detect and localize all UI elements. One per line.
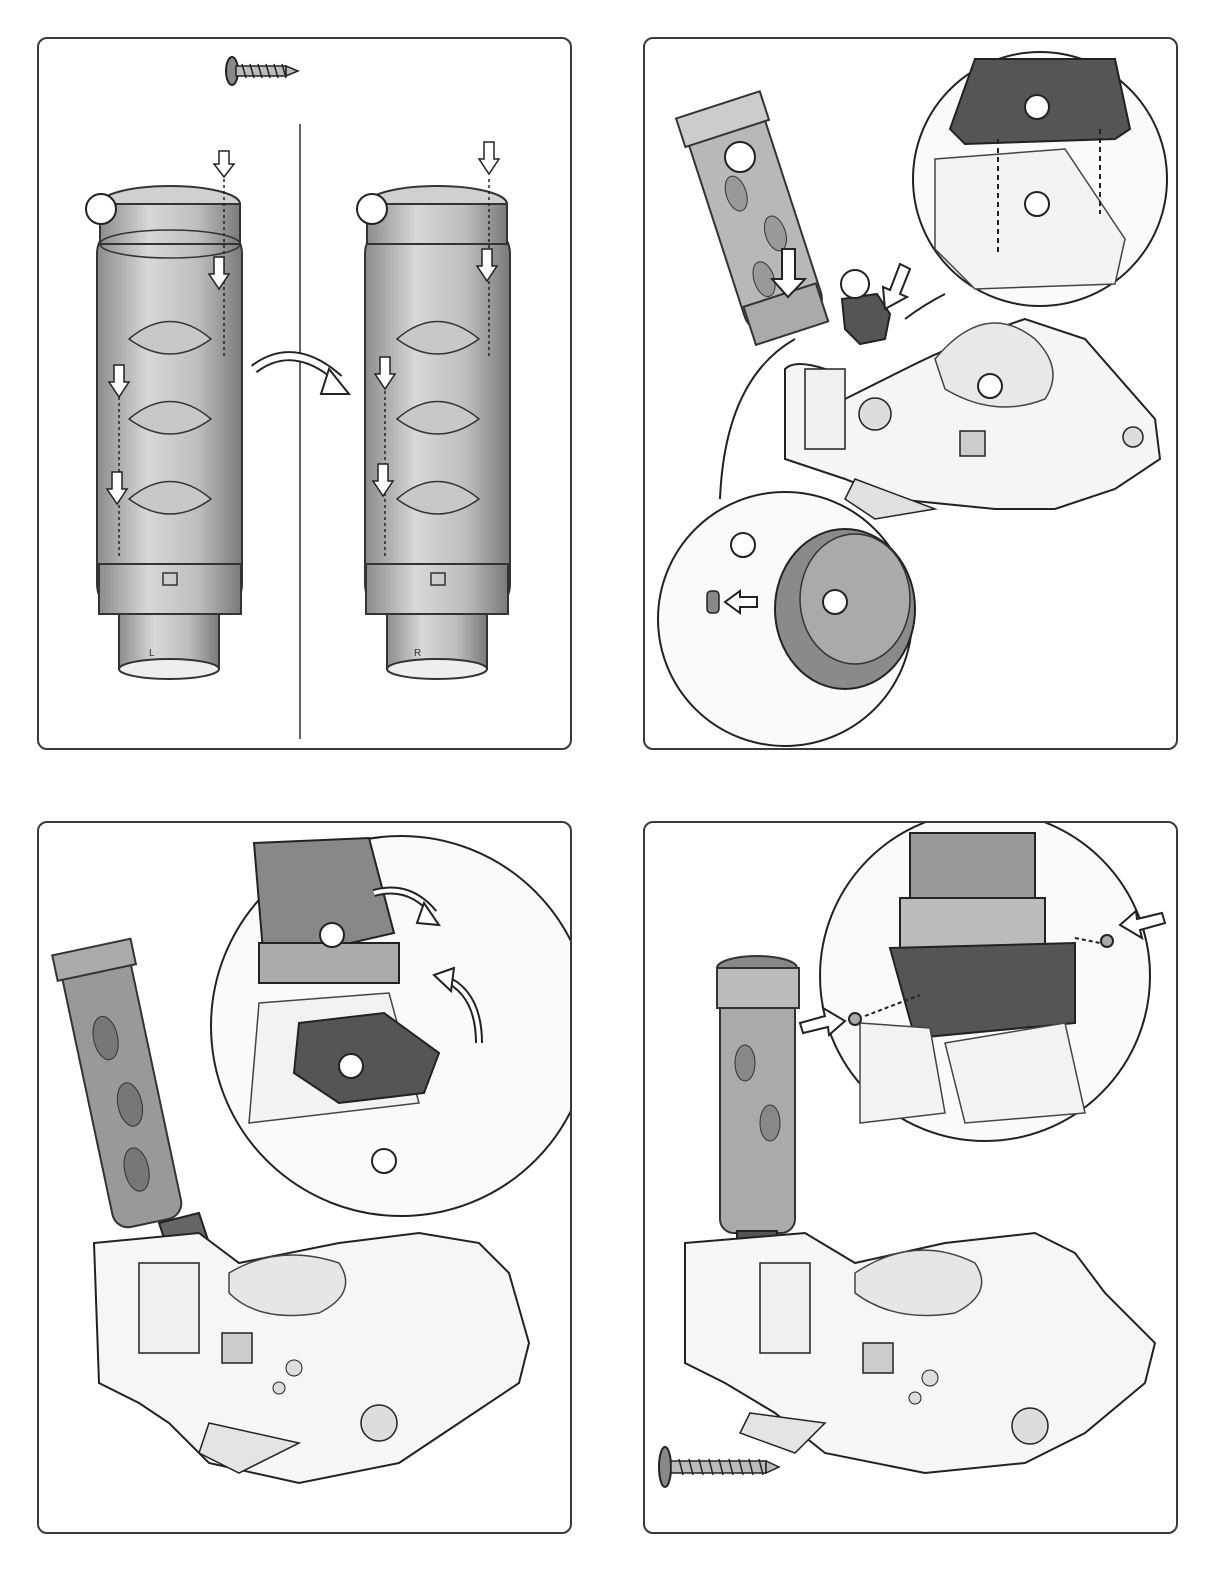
zoom-detail-tube-slot	[658, 492, 915, 746]
zoom-detail-screws	[800, 823, 1165, 1141]
step-panel-attach-tube	[643, 37, 1178, 750]
clip-part	[841, 264, 910, 344]
zoom-detail-rotate	[211, 836, 570, 1216]
tube-assembly-illustration: L R	[39, 39, 570, 748]
step-callout	[86, 194, 116, 224]
step-panel-fasten-screws	[643, 821, 1178, 1534]
step-callout	[725, 142, 755, 172]
zoom-detail-clip	[913, 52, 1167, 306]
step-panel-tube-screws: L R	[37, 37, 572, 750]
step-callout	[320, 923, 344, 947]
step-panel-rotate-clip	[37, 821, 572, 1534]
tube-part	[717, 956, 799, 1267]
leader-line	[720, 339, 795, 499]
step-callout	[372, 1149, 396, 1173]
base-part	[785, 319, 1160, 519]
tube-part	[676, 91, 834, 346]
base-part	[685, 1233, 1155, 1473]
fasten-screws-illustration	[645, 823, 1176, 1532]
leader-line	[905, 294, 945, 319]
tube-part	[52, 939, 189, 1231]
step-callout	[339, 1054, 363, 1078]
step-callout	[1025, 95, 1049, 119]
step-callout	[978, 374, 1002, 398]
long-screw-icon	[659, 1447, 779, 1487]
step-callout	[823, 590, 847, 614]
step-callout	[731, 533, 755, 557]
step-callout	[357, 194, 387, 224]
screw-icon	[226, 57, 298, 85]
tube-label-right: R	[414, 648, 421, 659]
tube-label-left: L	[149, 648, 155, 659]
step-callout	[1025, 192, 1049, 216]
diag-arrow-icon	[883, 264, 910, 309]
attach-tube-illustration	[645, 39, 1176, 748]
rotate-clip-illustration	[39, 823, 570, 1532]
step-callout	[841, 270, 869, 298]
base-part	[94, 1233, 529, 1483]
